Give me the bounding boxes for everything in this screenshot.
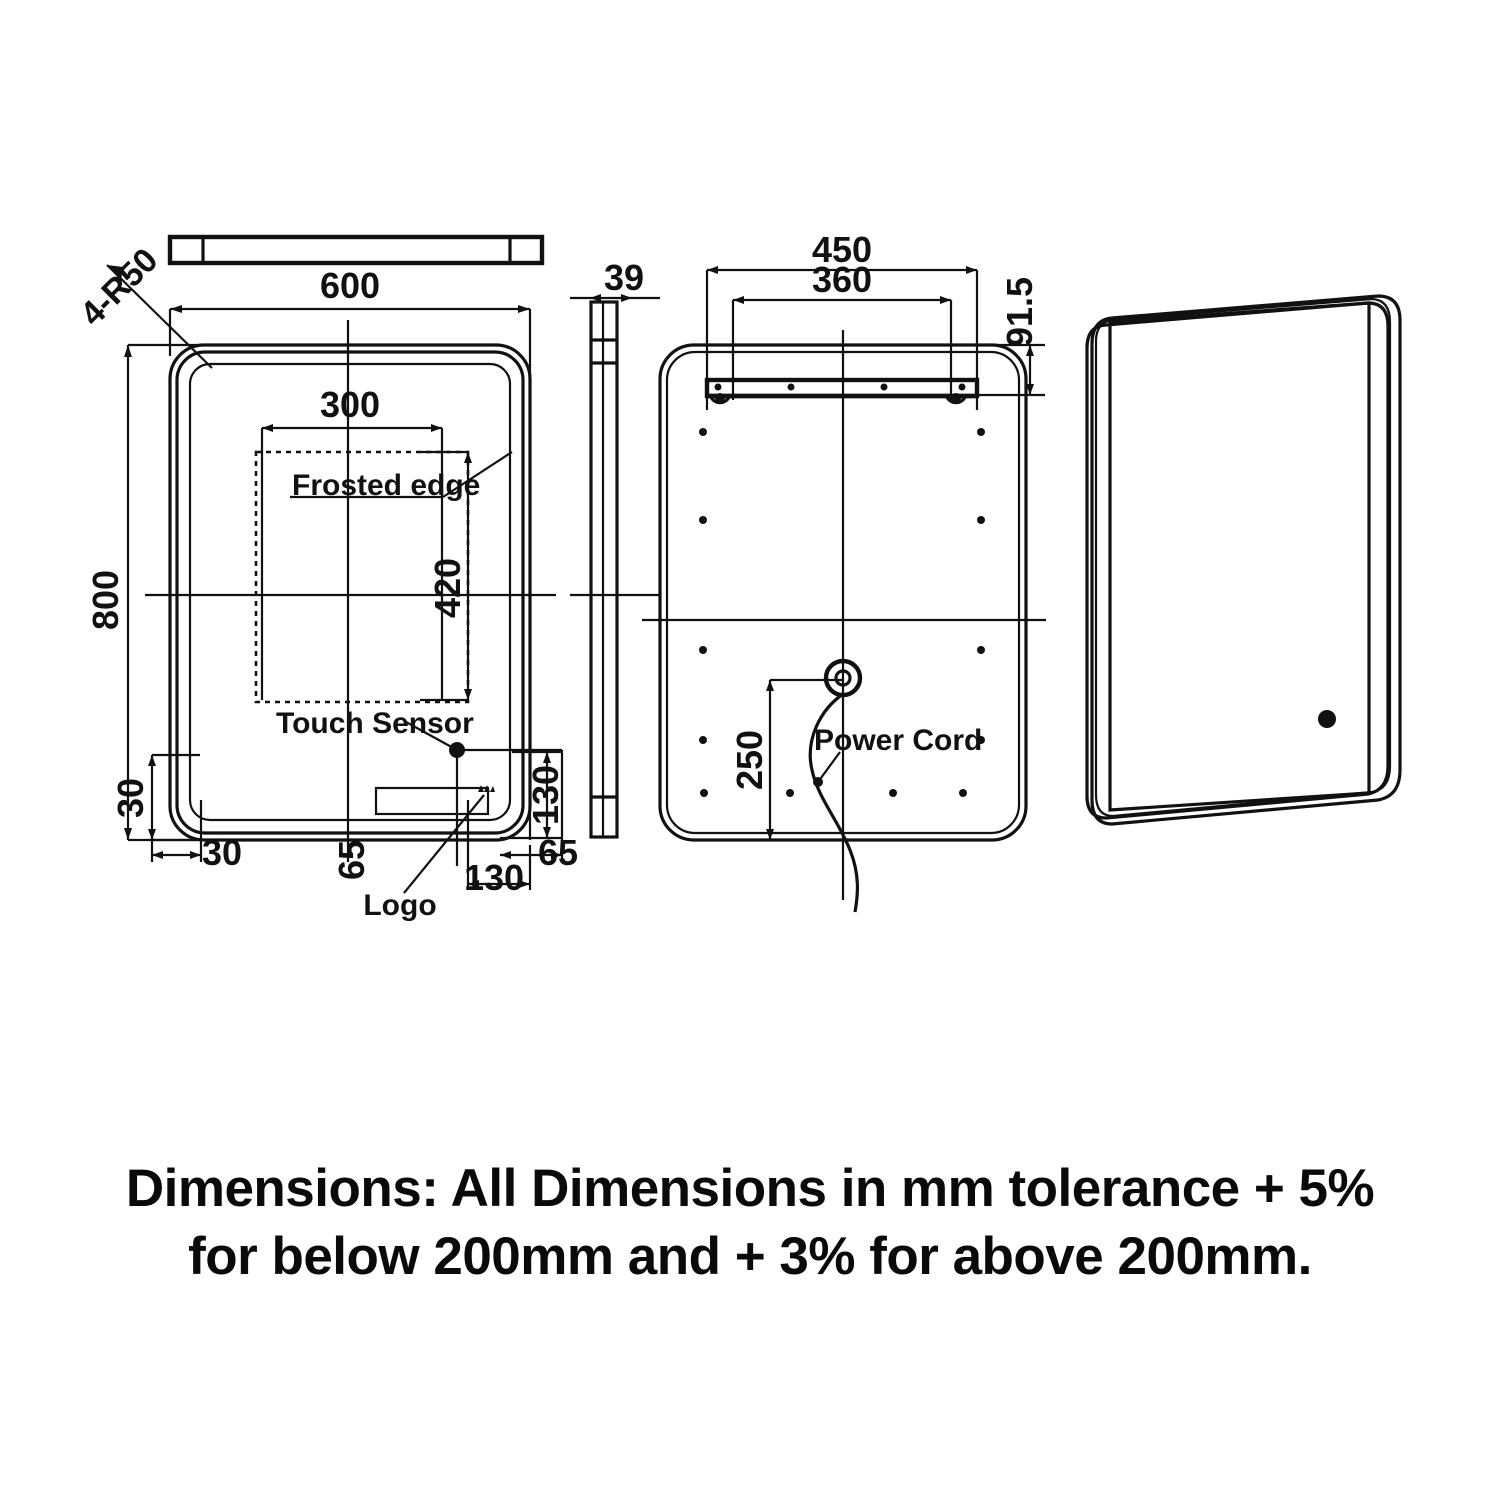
caption-block: Dimensions: All Dimensions in mm toleran… <box>0 1155 1500 1291</box>
dim-label-30-v: 30 <box>110 778 151 818</box>
dim-bracket-360: 360 <box>731 259 953 400</box>
label-frosted-edge: Frosted edge <box>292 469 480 502</box>
logo-region: Logo <box>363 785 495 922</box>
front-view: 600 800 4-R50 <box>73 241 578 922</box>
dim-label-420: 420 <box>427 558 468 618</box>
frosted-edge-callout: Frosted edge <box>290 451 513 502</box>
dim-frosted-width-300: 300 <box>260 384 444 700</box>
dim-label-450: 450 <box>812 229 872 270</box>
dim-label-4-R50: 4-R50 <box>73 241 165 333</box>
dim-30-vertical: 30 <box>110 753 200 842</box>
power-cord-callout: Power Cord <box>813 724 982 787</box>
dim-label-91-5: 91.5 <box>999 277 1040 347</box>
dim-65-vertical: 65 <box>331 840 372 880</box>
panel-hole-grid <box>699 428 985 797</box>
perspective-outer-body-edge <box>1085 301 1390 820</box>
dim-label-600: 600 <box>320 265 380 306</box>
dim-130-horizontal: 130 <box>464 800 532 898</box>
bracket-hole <box>714 383 722 391</box>
perspective-mirror-face <box>1108 301 1371 812</box>
bracket-hole <box>787 383 795 391</box>
logo-mark <box>478 785 495 792</box>
bracket-hole <box>958 383 966 391</box>
label-logo: Logo <box>363 889 436 922</box>
power-cord-line <box>808 692 860 913</box>
corner-radius-callout: 4-R50 <box>73 241 213 369</box>
drawing-canvas: 600 800 4-R50 <box>73 229 1402 922</box>
dim-label-39: 39 <box>604 257 644 298</box>
back-view: 450 360 91.5 <box>642 229 1046 913</box>
dim-label-130-v: 130 <box>525 765 566 825</box>
label-power-cord: Power Cord <box>814 724 982 757</box>
dim-30-horizontal: 30 <box>150 800 242 873</box>
caption-line-1: Dimensions: All Dimensions in mm toleran… <box>125 1159 1375 1218</box>
touch-sensor-callout: Touch Sensor <box>276 707 474 758</box>
dim-130-vertical: 130 <box>500 750 566 840</box>
dim-bracket-91-5: 91.5 <box>977 277 1045 397</box>
dim-frosted-height-420: 420 <box>420 450 472 702</box>
perspective-touch-sensor <box>1318 710 1336 728</box>
dim-label-130-h: 130 <box>464 857 524 898</box>
perspective-view <box>1085 294 1402 826</box>
dim-label-30-h: 30 <box>202 832 242 873</box>
caption-line-2: for below 200mm and + 3% for above 200mm… <box>188 1226 1312 1286</box>
label-touch-sensor: Touch Sensor <box>276 707 474 740</box>
perspective-body-inner <box>1094 297 1392 818</box>
dim-label-300: 300 <box>320 384 380 425</box>
dim-label-360: 360 <box>812 259 872 300</box>
dim-label-800: 800 <box>85 570 126 630</box>
dim-cord-250: 250 <box>729 678 843 840</box>
dim-label-65-v: 65 <box>331 840 372 880</box>
bracket-hole <box>880 383 888 391</box>
dim-label-250: 250 <box>729 730 770 790</box>
dim-depth-39: 39 <box>570 257 660 302</box>
perspective-outer-body <box>1090 294 1402 826</box>
top-view <box>167 234 545 266</box>
dim-height-800: 800 <box>85 343 210 842</box>
side-view: 39 <box>570 257 660 839</box>
